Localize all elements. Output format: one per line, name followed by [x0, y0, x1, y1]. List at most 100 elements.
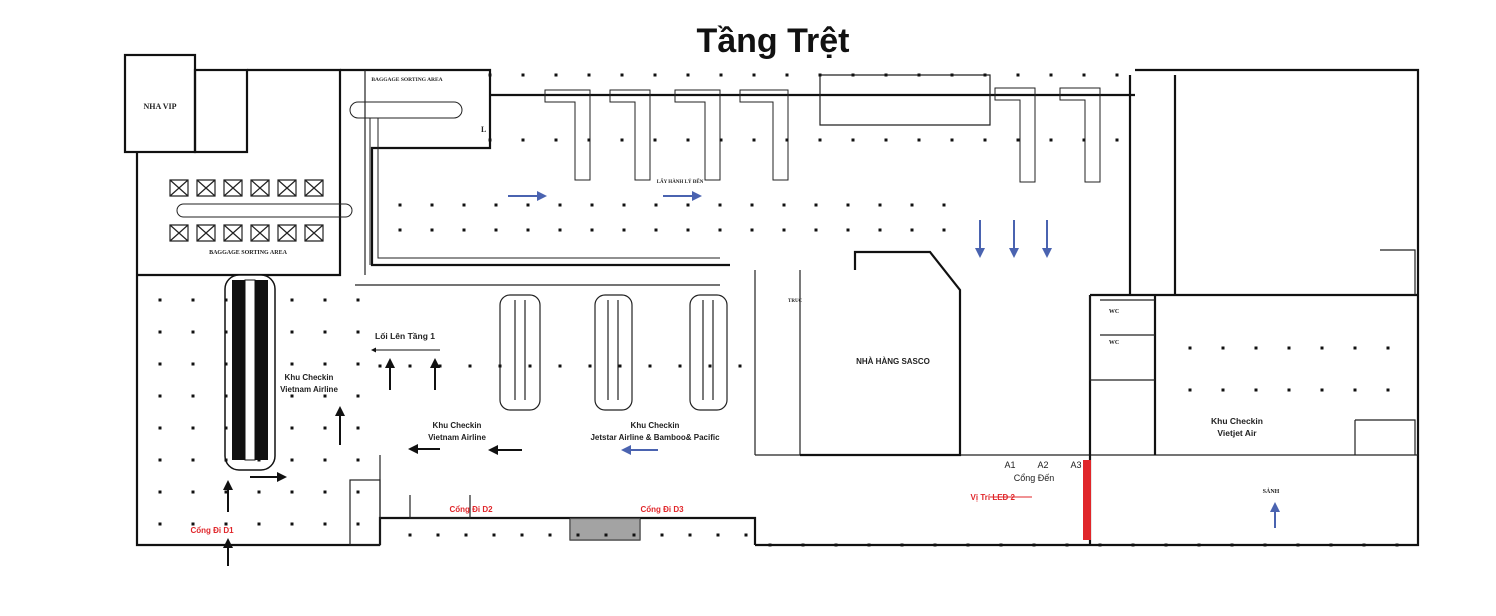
column — [436, 533, 440, 537]
crossed-box — [250, 224, 270, 242]
stairs-up-label: Lối Lên Tầng 1 — [375, 331, 435, 341]
column — [1016, 138, 1020, 142]
crossed-box — [169, 179, 189, 197]
checkin-label: Vietjet Air — [1217, 428, 1257, 438]
column — [257, 362, 261, 366]
column — [719, 73, 723, 77]
column — [1082, 138, 1086, 142]
column — [1188, 388, 1192, 392]
column — [818, 73, 822, 77]
column — [224, 490, 228, 494]
column — [851, 138, 855, 142]
column — [257, 490, 261, 494]
column — [323, 362, 327, 366]
column — [290, 330, 294, 334]
column — [654, 228, 658, 232]
carousel — [994, 87, 1036, 183]
column — [678, 364, 682, 368]
column — [1320, 346, 1324, 350]
column — [910, 228, 914, 232]
column — [983, 138, 987, 142]
column — [494, 228, 498, 232]
column — [526, 228, 530, 232]
checkin-counters — [224, 274, 728, 471]
column — [917, 73, 921, 77]
column — [1395, 543, 1399, 547]
crossed-box — [277, 179, 297, 197]
column — [521, 138, 525, 142]
column — [558, 364, 562, 368]
column — [1221, 388, 1225, 392]
column — [576, 533, 580, 537]
column — [158, 362, 162, 366]
column — [1098, 543, 1102, 547]
column — [1164, 543, 1168, 547]
checkin-label: Vietnam Airline — [428, 433, 486, 442]
column — [587, 138, 591, 142]
truc-label: TRUC — [788, 299, 803, 304]
column — [750, 203, 754, 207]
column — [438, 364, 442, 368]
column — [716, 533, 720, 537]
column — [1263, 543, 1267, 547]
column — [686, 73, 690, 77]
column — [1386, 388, 1390, 392]
column — [785, 73, 789, 77]
column — [408, 533, 412, 537]
column — [1287, 388, 1291, 392]
column — [521, 73, 525, 77]
column — [1221, 346, 1225, 350]
column — [851, 73, 855, 77]
column — [846, 203, 850, 207]
column — [1254, 346, 1258, 350]
column — [558, 203, 562, 207]
column — [224, 458, 228, 462]
column — [942, 203, 946, 207]
column — [323, 426, 327, 430]
column — [708, 364, 712, 368]
crossed-box — [304, 224, 324, 242]
crossed-box — [223, 179, 243, 197]
wc-label: WC — [1109, 309, 1119, 315]
column — [290, 458, 294, 462]
column — [654, 203, 658, 207]
column — [648, 364, 652, 368]
column — [408, 364, 412, 368]
column — [548, 533, 552, 537]
column — [618, 364, 622, 368]
crossed-box — [250, 179, 270, 197]
column — [738, 364, 742, 368]
column — [290, 522, 294, 526]
column — [933, 543, 937, 547]
column — [1188, 346, 1192, 350]
column — [942, 228, 946, 232]
crossed-box — [169, 224, 189, 242]
column — [158, 490, 162, 494]
column — [590, 203, 594, 207]
column — [917, 138, 921, 142]
column — [356, 426, 360, 430]
column — [1353, 346, 1357, 350]
gate-d3-label: Cổng Đi D3 — [640, 505, 684, 514]
column — [554, 73, 558, 77]
gate-d1-label: Cổng Đi D1 — [190, 526, 234, 535]
column — [1329, 543, 1333, 547]
column — [257, 458, 261, 462]
column — [191, 330, 195, 334]
column — [158, 522, 162, 526]
column — [620, 138, 624, 142]
column — [398, 203, 402, 207]
column — [590, 228, 594, 232]
column — [1386, 346, 1390, 350]
column — [488, 73, 492, 77]
column — [785, 138, 789, 142]
checkin-label: Khu Checkin — [631, 421, 680, 430]
column — [558, 228, 562, 232]
column — [158, 458, 162, 462]
column — [224, 426, 228, 430]
column — [323, 330, 327, 334]
flow-arrows — [223, 191, 1280, 566]
column — [356, 522, 360, 526]
column — [224, 362, 228, 366]
